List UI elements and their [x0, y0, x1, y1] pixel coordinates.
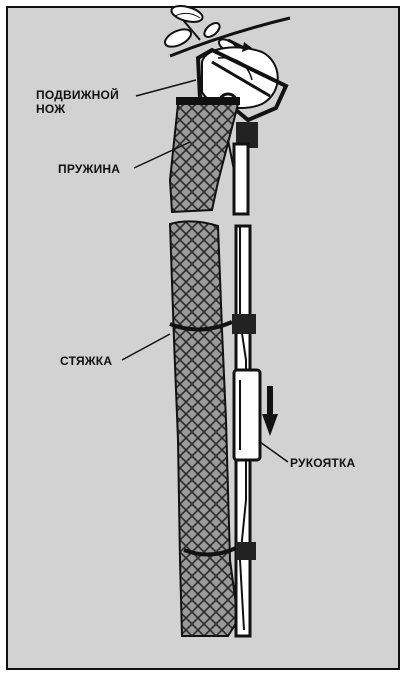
handle: [232, 368, 262, 462]
net-bag-lower: [168, 220, 240, 637]
label-handle: РУКОЯТКА: [290, 456, 356, 470]
branch-with-leaves: [163, 5, 291, 58]
label-spring: ПРУЖИНА: [58, 162, 121, 176]
lower-clamp: [183, 542, 256, 560]
label-tie: СТЯЖКА: [60, 354, 113, 368]
label-movable-knife: ПОДВИЖНОЙ НОЖ: [36, 88, 119, 116]
pole-upper: [232, 142, 250, 216]
tie-clamp: [169, 314, 256, 334]
hoop: [176, 97, 240, 105]
leader-lines: [121, 79, 289, 463]
net-bag-upper: [168, 103, 240, 214]
down-arrow-icon: [262, 386, 278, 436]
